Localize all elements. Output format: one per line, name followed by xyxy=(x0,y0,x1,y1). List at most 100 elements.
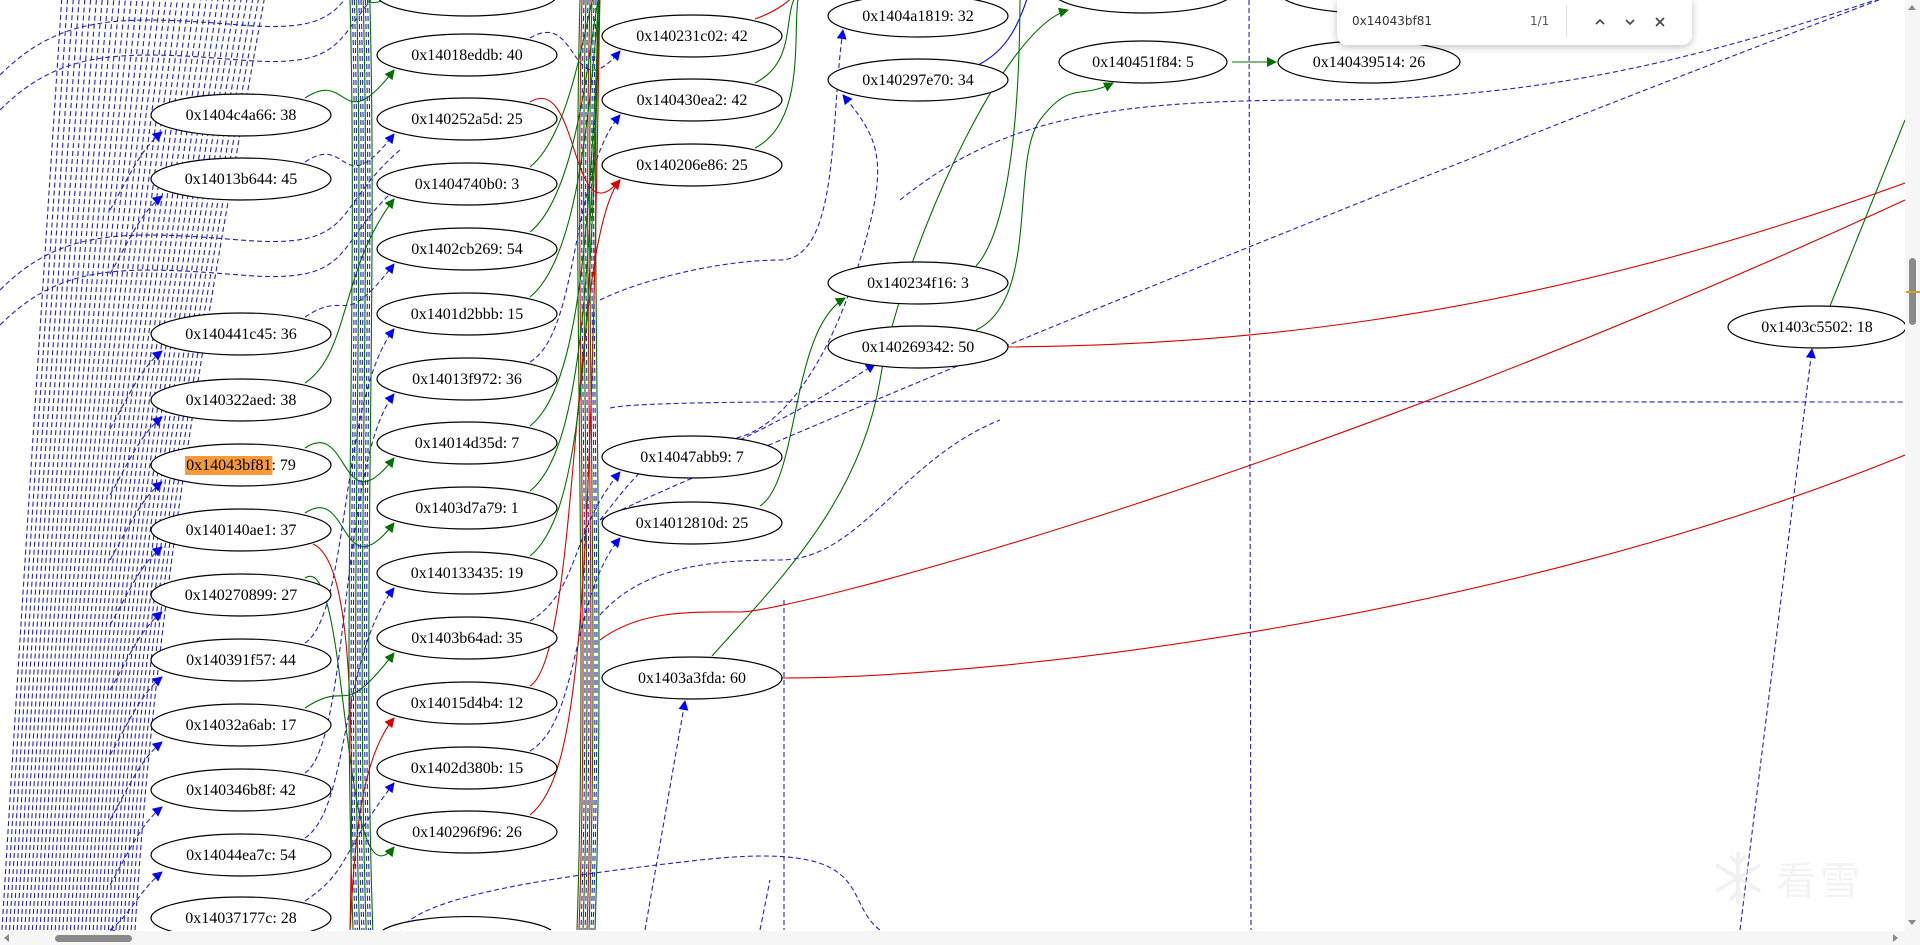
graph-edge xyxy=(304,652,395,709)
graph-node[interactable]: 0x140322aed: 38 xyxy=(150,378,332,422)
graph-node[interactable]: 0x14032a6ab: 17 xyxy=(150,703,332,747)
node-ellipse xyxy=(376,810,558,854)
graph-node[interactable]: 0x14012810d: 25 xyxy=(601,501,783,545)
graph-node[interactable]: 0x140231c02: 42 xyxy=(601,14,783,58)
graph-node-partial[interactable] xyxy=(382,915,552,931)
graph-node[interactable]: 0x140296f96: 26 xyxy=(376,810,558,854)
graph-node[interactable] xyxy=(1053,0,1233,14)
graph-node[interactable]: 0x14013f972: 36 xyxy=(376,357,558,401)
graph-node[interactable]: 0x140140ae1: 37 xyxy=(150,508,332,552)
graph-node[interactable]: 0x1402cb269: 54 xyxy=(376,227,558,271)
graph-edge xyxy=(754,0,799,149)
graph-edge xyxy=(304,69,395,103)
graph-node[interactable]: 0x14047abb9: 7 xyxy=(601,435,783,479)
node-label: 0x14037177c: 28 xyxy=(185,910,297,927)
chevron-down-icon xyxy=(1625,19,1635,26)
find-bar: 0x14043bf81 1/1 xyxy=(1337,0,1692,45)
vertical-scrollbar[interactable] xyxy=(1905,0,1920,931)
graph-node[interactable]: 0x140234f16: 3 xyxy=(827,261,1009,305)
graph-edge xyxy=(28,0,103,931)
graph-node[interactable]: 0x140252a5d: 25 xyxy=(376,97,558,141)
node-ellipse xyxy=(376,486,558,530)
graph-node[interactable]: 0x140269342: 50 xyxy=(827,325,1009,369)
graph-edge xyxy=(109,546,163,626)
graph-node[interactable] xyxy=(377,0,557,17)
graph-node[interactable]: 0x140439514: 26 xyxy=(1277,40,1461,84)
graph-edge xyxy=(529,0,599,233)
graph-edge xyxy=(529,0,601,557)
graph-node[interactable]: 0x1402d380b: 15 xyxy=(376,746,558,790)
graph-node[interactable]: 0x140270899: 27 xyxy=(150,573,332,617)
node-label: 0x1404c4a66: 38 xyxy=(186,107,297,124)
graph-edge xyxy=(0,0,346,76)
graph-node[interactable]: 0x140441c45: 36 xyxy=(150,312,332,356)
graph-edge xyxy=(348,0,354,931)
graph-edge xyxy=(361,0,367,931)
node-ellipse xyxy=(150,768,332,812)
horizontal-scrollbar[interactable] xyxy=(0,931,1905,945)
graph-edge xyxy=(5,0,69,931)
graph-node[interactable]: 0x140391f57: 44 xyxy=(150,638,332,682)
node-ellipse xyxy=(150,312,332,356)
graph-node[interactable]: 0x140297e70: 34 xyxy=(827,58,1009,102)
graph-edge xyxy=(599,94,879,521)
node-ellipse xyxy=(376,616,558,660)
snowflake-icon xyxy=(1714,852,1762,904)
graph-node[interactable]: 0x1403b64ad: 35 xyxy=(376,616,558,660)
graph-edge xyxy=(1006,182,1905,348)
scroll-up-arrow-icon[interactable] xyxy=(1908,5,1916,10)
node-label: 0x14032a6ab: 17 xyxy=(186,717,297,734)
graph-node[interactable]: 0x140346b8f: 42 xyxy=(150,768,332,812)
find-next-button[interactable] xyxy=(1618,10,1642,34)
find-match-count: 1/1 xyxy=(1530,14,1550,28)
graph-node[interactable]: 0x140451f84: 5 xyxy=(1058,40,1228,84)
graph-node[interactable]: 0x14018eddb: 40 xyxy=(376,33,558,77)
graph-edge xyxy=(304,507,395,548)
graph-edge xyxy=(588,0,594,931)
graph-node[interactable]: 0x140206e86: 25 xyxy=(601,143,783,187)
graph-node[interactable]: 0x14043bf81: 79 xyxy=(150,443,332,487)
find-close-button[interactable] xyxy=(1648,10,1672,34)
graph-node[interactable]: 0x1404c4a66: 38 xyxy=(150,93,332,137)
graph-node[interactable]: 0x14014d35d: 7 xyxy=(376,421,558,465)
find-input[interactable]: 0x14043bf81 xyxy=(1352,14,1433,28)
node-layer: 0x1404c4a66: 38 0x14013b644: 45 0x140441c4… xyxy=(150,0,1905,931)
graph-node[interactable]: 0x140133435: 19 xyxy=(376,551,558,595)
graph-edge xyxy=(109,195,163,275)
node-label: 0x1403c5502: 18 xyxy=(1761,319,1873,336)
graph-node[interactable]: 0x1403c5502: 18 xyxy=(1727,305,1905,349)
graph-edge xyxy=(0,184,401,326)
graph-node[interactable]: 0x1404740b0: 3 xyxy=(376,162,558,206)
node-ellipse xyxy=(150,896,332,931)
graph-node[interactable]: 0x140430ea2: 42 xyxy=(601,78,783,122)
graph-node[interactable]: 0x1403a3fda: 60 xyxy=(601,656,783,700)
graph-node[interactable]: 0x1404a1819: 32 xyxy=(827,0,1009,38)
graph-node[interactable]: 0x14013b644: 45 xyxy=(150,157,332,201)
node-ellipse xyxy=(1058,40,1228,84)
graph-edge xyxy=(109,350,163,430)
graph-edge xyxy=(975,0,1021,267)
horizontal-scrollbar-thumb[interactable] xyxy=(55,935,132,942)
graph-edge xyxy=(359,0,365,931)
node-label: 0x140252a5d: 25 xyxy=(411,111,523,128)
graph-node[interactable]: 0x14044ea7c: 54 xyxy=(150,833,332,877)
close-icon xyxy=(1655,17,1665,27)
scroll-left-arrow-icon[interactable] xyxy=(4,934,9,942)
graph-node[interactable]: 0x1403d7a79: 1 xyxy=(376,486,558,530)
graph-edge xyxy=(109,676,163,756)
find-previous-button[interactable] xyxy=(1588,10,1612,34)
graph-edge xyxy=(304,442,395,483)
scroll-right-arrow-icon[interactable] xyxy=(1893,934,1898,942)
scroll-down-arrow-icon[interactable] xyxy=(1908,920,1916,925)
node-label: 0x1402d380b: 15 xyxy=(411,760,523,777)
node-label: 0x14018eddb: 40 xyxy=(411,47,523,64)
node-label: 0x1404a1819: 32 xyxy=(862,8,974,25)
graph-node[interactable]: 0x14015d4b4: 12 xyxy=(376,681,558,725)
graph-edge xyxy=(0,0,372,111)
graph-edge xyxy=(350,0,356,931)
graph-node[interactable]: 0x14037177c: 28 xyxy=(150,896,332,931)
graph-node[interactable]: 0x1401d2bbb: 15 xyxy=(376,292,558,336)
graph-edge xyxy=(109,611,163,691)
node-label: 0x140234f16: 3 xyxy=(867,275,969,292)
graph-edge xyxy=(592,0,598,931)
